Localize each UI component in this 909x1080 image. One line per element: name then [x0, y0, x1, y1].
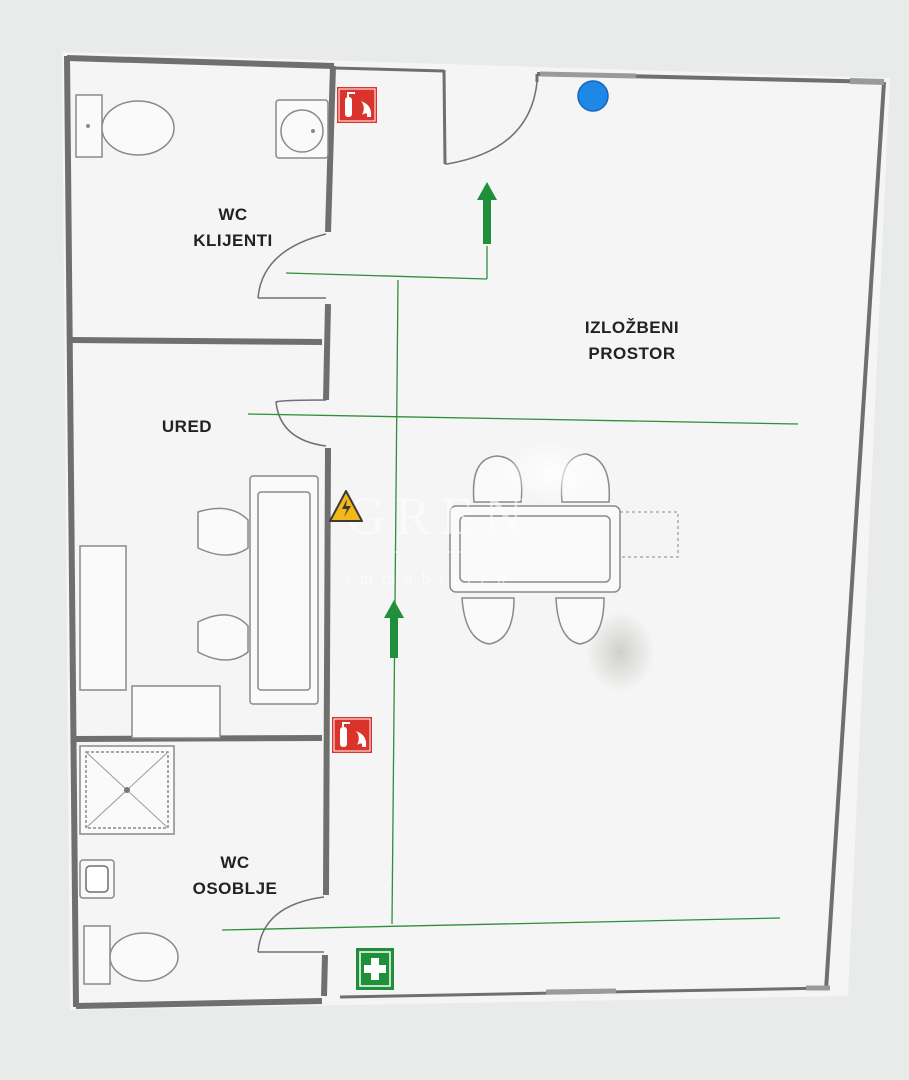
ured-furniture — [79, 475, 319, 739]
izlozbeni-line1: IZLOŽBENI — [585, 318, 679, 337]
electrical-hazard-icon — [329, 490, 363, 522]
fire-extinguisher-icon — [332, 717, 372, 753]
ured-label: URED — [162, 417, 212, 436]
blue-dot-marker — [577, 80, 609, 112]
izlozbeni-line2: PROSTOR — [588, 344, 675, 363]
fire-extinguisher-icon — [337, 87, 377, 123]
watermark-subtitle: immobilien — [346, 569, 514, 588]
wc-osoblje-line1: WC — [220, 853, 249, 872]
wc-klijenti-fixtures — [75, 94, 329, 159]
smudge — [586, 612, 654, 692]
wc-klijenti-line2: KLIJENTI — [193, 231, 273, 250]
room-label-wc-osoblje: WC OSOBLJE — [193, 853, 278, 898]
wc-klijenti-line1: WC — [218, 205, 247, 224]
first-aid-icon — [356, 948, 394, 990]
exit-arrow-icon — [384, 600, 404, 658]
wc-osoblje-line2: OSOBLJE — [193, 879, 278, 898]
walls — [64, 55, 886, 1009]
watermark-logo: GREN — [346, 486, 533, 546]
exit-arrow-icon — [477, 182, 497, 244]
room-label-izlozbeni-prostor: IZLOŽBENI PROSTOR — [585, 318, 679, 363]
watermark: GREN immobilien — [344, 486, 572, 588]
room-label-ured: URED — [162, 417, 212, 436]
doors — [257, 81, 538, 953]
light-glare — [502, 440, 598, 504]
wc-osoblje-fixtures — [79, 745, 179, 985]
room-label-wc-klijenti: WC KLIJENTI — [193, 205, 273, 250]
